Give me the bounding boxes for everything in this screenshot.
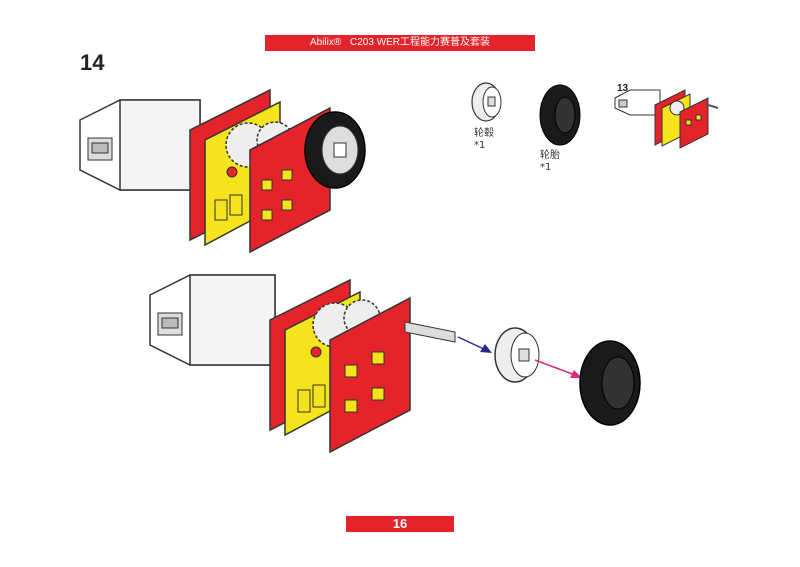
header-bar: Abilix® C203 WER工程能力赛普及套装 [265, 35, 535, 51]
tire-part-label: 轮胎 *1 [540, 150, 560, 174]
top-assembly [79, 88, 366, 254]
hub-part-qty: *1 [474, 140, 486, 151]
tire-part-name: 轮胎 [540, 150, 560, 161]
reference-step-thumbnail [614, 89, 719, 149]
page-number: 16 [346, 516, 454, 532]
tire-part [539, 84, 581, 146]
bottom-assembly [149, 274, 641, 454]
hub-part-label: 轮毂 *1 [474, 128, 494, 152]
reference-step-number: 13 [617, 83, 629, 94]
hub-part [471, 82, 502, 122]
manual-title: C203 WER工程能力赛普及套装 [350, 37, 491, 48]
tire-part-qty: *1 [540, 162, 552, 173]
step-number: 14 [80, 50, 105, 75]
hub-part-name: 轮毂 [474, 128, 494, 139]
brand-name: Abilix® [309, 37, 342, 48]
